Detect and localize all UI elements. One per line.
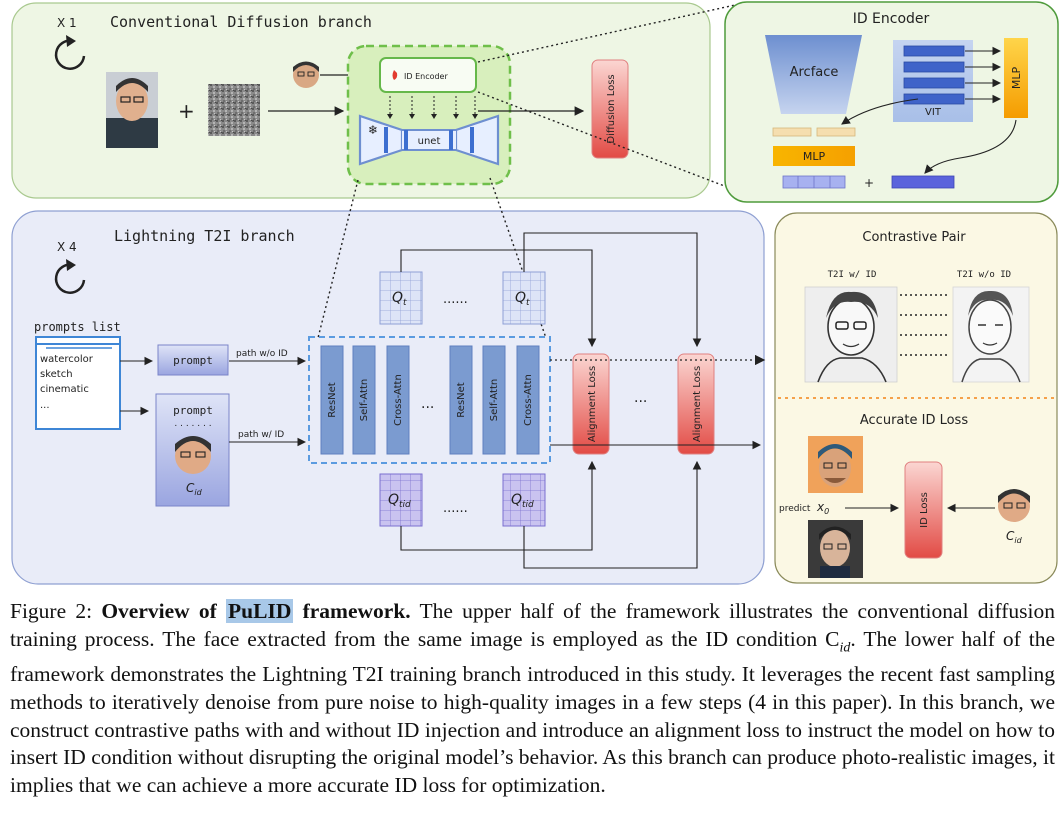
cross-attn-block-1 xyxy=(386,345,410,455)
layers-ellipsis: ... xyxy=(421,396,434,412)
prompt-item-4: ... xyxy=(40,400,50,411)
diffusion-loss-box xyxy=(591,59,629,159)
self-attn-block-1 xyxy=(352,345,376,455)
conventional-repeat-label: X 1 xyxy=(57,16,77,30)
mlp-bottom-block xyxy=(773,146,855,166)
id-embedding-tokens-a xyxy=(782,175,846,189)
caption-highlight: PuLID xyxy=(226,599,294,623)
arcface-block xyxy=(765,35,862,114)
qt-label-1: Qt xyxy=(392,290,407,308)
mlp-right-label: MLP xyxy=(1010,67,1023,90)
caption-body: The upper half of the framework illustra… xyxy=(10,599,1056,651)
caption-bold-2: framework. xyxy=(293,599,411,623)
lightning-repeat-label: X 4 xyxy=(57,240,77,254)
prompt-dots: . . . . . . . xyxy=(174,419,211,429)
self-attn-block-2 xyxy=(482,345,506,455)
qt-grid-1 xyxy=(379,271,423,325)
qt-dots: ...... xyxy=(443,292,468,307)
caption-cid-sub: id xyxy=(839,639,851,655)
prompt-item-1: watercolor xyxy=(40,354,94,365)
vit-label: VIT xyxy=(925,107,942,118)
figure-caption: Figure 2: Overview of PuLID framework. T… xyxy=(10,598,1055,799)
caption-bold-1: Overview of xyxy=(101,599,227,623)
prompt-item-2: sketch xyxy=(40,369,73,380)
snowflake-icon: ❄ xyxy=(368,123,378,137)
sketch-with-id-image xyxy=(804,286,898,383)
cross-attn-block-2 xyxy=(516,345,540,455)
feature-token-1 xyxy=(772,127,812,137)
sketch-without-id-image xyxy=(952,286,1030,383)
cid-label: Cid xyxy=(186,481,203,497)
arcface-label: Arcface xyxy=(790,65,839,80)
vit-token-rows xyxy=(903,45,965,105)
feature-token-2 xyxy=(816,127,856,137)
id-encoder-plus: + xyxy=(864,176,874,190)
x0-label: x0 xyxy=(816,500,829,516)
qt-grid-2 xyxy=(502,271,546,325)
id-embedding-tokens-b xyxy=(891,175,955,189)
alignment-loss-label-2: Alignment Loss xyxy=(692,366,703,442)
id-loss-label: ID Loss xyxy=(919,492,930,528)
unet-layer-blocks xyxy=(320,345,540,455)
qtid-grid-2 xyxy=(502,473,546,527)
fire-icon xyxy=(392,70,398,80)
prompt-box-top xyxy=(157,344,229,376)
resnet-block-2 xyxy=(449,345,473,455)
id-loss-box xyxy=(904,461,943,559)
prompt-top-label: prompt xyxy=(173,354,213,367)
qtid-dots: ...... xyxy=(443,501,468,516)
alignment-loss-box-1 xyxy=(572,353,610,455)
cid-reference-label: Cid xyxy=(1006,529,1023,545)
mlp-right-block xyxy=(1004,38,1028,118)
id-encoder-chip-label: ID Encoder xyxy=(404,72,448,81)
resnet-label-1: ResNet xyxy=(327,382,338,417)
path-w-id-label: path w/ ID xyxy=(238,430,284,440)
diffusion-loss-label: Diffusion Loss xyxy=(606,74,617,143)
conventional-branch-title: Conventional Diffusion branch xyxy=(110,13,372,31)
qtid-label-2: Qtid xyxy=(511,492,534,510)
prompts-list-title: prompts list xyxy=(34,320,121,334)
id-encoder-chip xyxy=(379,57,477,93)
repeat-loop-icon-2 xyxy=(54,259,86,294)
qt-label-2: Qt xyxy=(515,290,530,308)
predict-label: predict xyxy=(779,504,811,514)
resnet-block-1 xyxy=(320,345,344,455)
path-wo-id-label: path w/o ID xyxy=(236,349,288,359)
lightning-branch-title: Lightning T2I branch xyxy=(114,227,295,245)
t2i-without-id-label: T2I w/o ID xyxy=(957,270,1011,280)
pulid-diagram: Conventional Diffusion branch X 1 + ID E… xyxy=(11,1,1059,585)
self-attn-label-1: Self-Attn xyxy=(359,379,370,422)
unet-layers-box xyxy=(308,336,551,464)
alignment-loss-label-1: Alignment Loss xyxy=(587,366,598,442)
caption-prefix: Figure 2: xyxy=(10,599,102,623)
cross-attn-label-2: Cross-Attn xyxy=(523,374,534,426)
qtid-label-1: Qtid xyxy=(388,492,411,510)
alignment-ellipsis: ... xyxy=(634,390,647,406)
plus-sign: + xyxy=(178,99,195,123)
alignment-loss-box-2 xyxy=(677,353,715,455)
qtid-grid-1 xyxy=(379,473,423,527)
repeat-loop-icon xyxy=(54,35,86,70)
id-encoder-title: ID Encoder xyxy=(853,11,930,27)
predicted-image-2 xyxy=(808,520,863,578)
noise-image xyxy=(208,84,260,136)
prompts-list-box xyxy=(35,336,121,430)
training-image xyxy=(106,72,158,148)
caption-body-2: . The lower half of the framework demons… xyxy=(10,626,1055,797)
self-attn-label-2: Self-Attn xyxy=(489,379,500,422)
mlp-bottom-label: MLP xyxy=(803,150,826,163)
id-face-small xyxy=(293,61,319,88)
prompt-bottom-label: prompt xyxy=(173,404,213,417)
accurate-id-loss-title: Accurate ID Loss xyxy=(860,413,968,428)
prompt-item-3: cinematic xyxy=(40,384,89,395)
unet-label: unet xyxy=(418,136,441,147)
t2i-with-id-label: T2I w/ ID xyxy=(828,270,877,280)
cross-attn-label-1: Cross-Attn xyxy=(393,374,404,426)
predicted-image-1 xyxy=(808,436,863,493)
id-face-reference xyxy=(998,489,1030,522)
contrastive-pair-title: Contrastive Pair xyxy=(862,230,966,245)
id-face-prompt xyxy=(175,436,211,474)
resnet-label-2: ResNet xyxy=(456,382,467,417)
